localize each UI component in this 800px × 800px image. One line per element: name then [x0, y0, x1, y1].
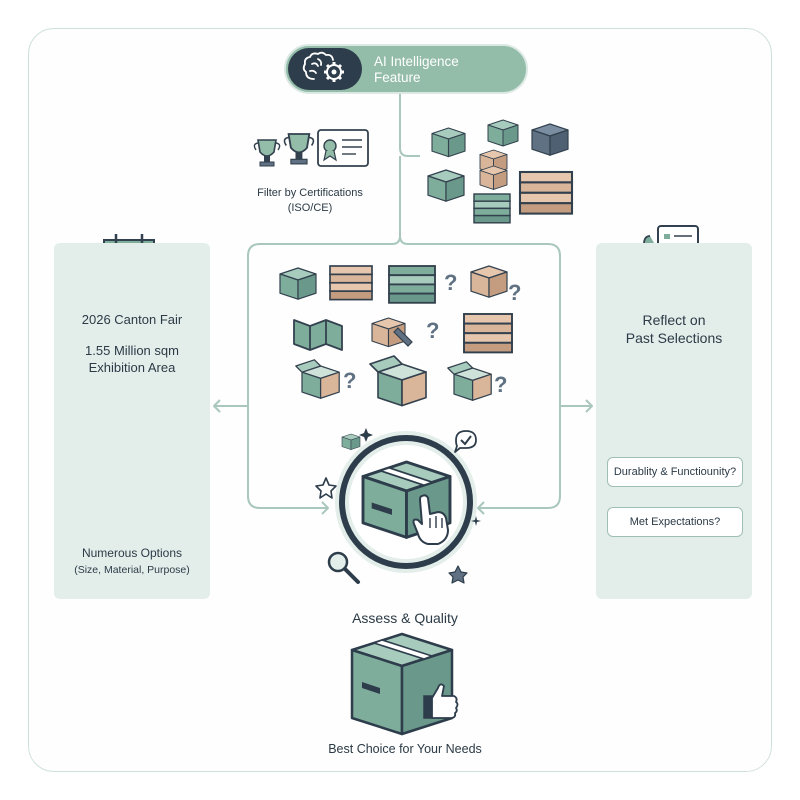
star-icon: [315, 477, 337, 499]
reflect-title: Reflect on Past Selections: [596, 311, 752, 347]
question-mark: ?: [426, 318, 439, 343]
canton-fair-panel: [54, 243, 210, 599]
ai-feature-title: AI Intelligence Feature: [374, 54, 514, 86]
brain-gear-icon: [288, 48, 362, 90]
area-line1: 1.55 Million sqm: [85, 343, 179, 358]
thumbs-up-icon: [423, 683, 459, 719]
reflect-panel: [596, 243, 752, 599]
reflect-line1: Reflect on: [642, 312, 706, 328]
star-icon: [448, 565, 468, 584]
options-detail: (Size, Material, Purpose): [74, 564, 190, 576]
ai-feature-title-line1: AI Intelligence: [374, 54, 459, 69]
magnifier-icon: [327, 551, 360, 584]
box-cluster-center: [279, 265, 513, 407]
certification-line2: (ISO/CE): [287, 202, 333, 214]
connector-lines: [214, 94, 592, 509]
check-badge-icon: [454, 430, 477, 453]
box-cluster-top: [427, 119, 574, 224]
options-label: Numerous Options (Size, Material, Purpos…: [54, 545, 210, 578]
certification-filter-label: Filter by Certifications (ISO/CE): [230, 186, 390, 216]
options-title: Numerous Options: [81, 546, 183, 560]
trophy-icon: [253, 139, 281, 167]
area-line2: Exhibition Area: [88, 360, 176, 375]
trophy-icon: [283, 133, 315, 165]
event-name: 2026 Canton Fair: [81, 312, 183, 327]
best-choice-label: Best Choice for Your Needs: [328, 742, 482, 756]
expectations-question: Met Expectations?: [607, 507, 743, 537]
certification-line1: Filter by Certifications: [257, 187, 363, 199]
connector-arrowheads: [213, 399, 593, 515]
ai-feature-badge: AI Intelligence Feature: [284, 44, 528, 94]
sparkle-icon: [359, 428, 481, 526]
ai-feature-title-line2: Feature: [374, 70, 421, 85]
question-mark: ?: [444, 270, 457, 295]
question-mark: ?: [508, 280, 521, 305]
question-marks: ? ? ? ? ?: [343, 270, 521, 397]
final-box: [350, 632, 454, 736]
pointer-hand-icon: [412, 494, 449, 545]
certificate-icon: [317, 129, 369, 167]
durability-question: Durablity & Functiounity?: [607, 457, 743, 487]
assess-label: Assess & Quality: [352, 610, 458, 626]
exhibition-area: 1.55 Million sqm Exhibition Area: [54, 342, 210, 376]
question-mark: ?: [343, 368, 356, 393]
question-mark: ?: [494, 372, 507, 397]
small-box-icon: [341, 433, 361, 450]
reflect-line2: Past Selections: [625, 330, 723, 346]
